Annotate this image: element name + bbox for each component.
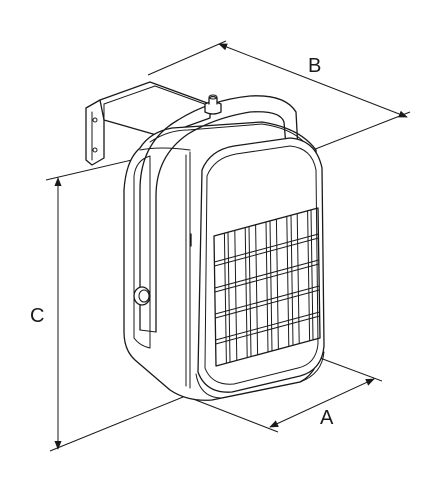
heater-top-edge bbox=[149, 123, 305, 143]
heater-top-rim bbox=[139, 147, 191, 151]
dimension-b-extension-back bbox=[147, 40, 227, 76]
top-bolt-cap bbox=[208, 94, 218, 100]
bracket-arm-ridge bbox=[154, 85, 211, 107]
side-knob-outer bbox=[133, 286, 151, 306]
yoke-handle-outer bbox=[139, 95, 299, 331]
dimension-c: C bbox=[30, 158, 189, 452]
top-bolt bbox=[204, 94, 222, 115]
dimension-a-label: A bbox=[320, 407, 334, 429]
side-knob bbox=[133, 286, 151, 306]
grille-bar-h2 bbox=[214, 259, 320, 289]
dimension-a-extension-left bbox=[187, 396, 279, 433]
dimension-b: B bbox=[147, 40, 411, 156]
dimension-b-label: B bbox=[308, 55, 321, 77]
dimension-c-extension-top bbox=[45, 158, 137, 181]
top-bolt-base bbox=[204, 101, 222, 115]
grille-bar-h3 bbox=[214, 285, 320, 315]
dimension-c-label: C bbox=[30, 305, 44, 327]
grille-bar-h4b bbox=[215, 315, 321, 345]
dimension-a: A bbox=[187, 354, 383, 433]
yoke-handle-end bbox=[139, 329, 157, 333]
dimension-a-extension-right bbox=[311, 354, 383, 382]
front-frame-inner bbox=[204, 145, 319, 385]
bracket-arm-top-edge bbox=[103, 85, 156, 105]
dimension-c-extension-bottom bbox=[49, 394, 189, 452]
grille-bar-h3b bbox=[214, 289, 320, 319]
grille-bar-h1b bbox=[214, 237, 319, 267]
front-grille bbox=[213, 207, 321, 367]
dimension-b-extension-front bbox=[299, 111, 411, 156]
dimension-a-arrow bbox=[269, 378, 375, 428]
front-face bbox=[195, 137, 325, 399]
front-bottom-rim bbox=[195, 351, 325, 399]
grille-bar-h1 bbox=[213, 233, 319, 263]
grille-outline bbox=[213, 207, 321, 367]
top-bolt-head bbox=[208, 95, 218, 105]
side-knob-inner bbox=[138, 289, 150, 303]
dimension-b-arrow bbox=[218, 43, 408, 118]
wall-plate-hole-bottom bbox=[92, 147, 98, 153]
wall-bracket bbox=[85, 81, 211, 166]
wall-plate-hole-top bbox=[92, 117, 98, 123]
yoke-handle-inner bbox=[155, 111, 287, 333]
grille-bar-h4 bbox=[215, 311, 321, 341]
side-panel bbox=[133, 155, 151, 349]
grille-bar-h2b bbox=[214, 263, 320, 293]
